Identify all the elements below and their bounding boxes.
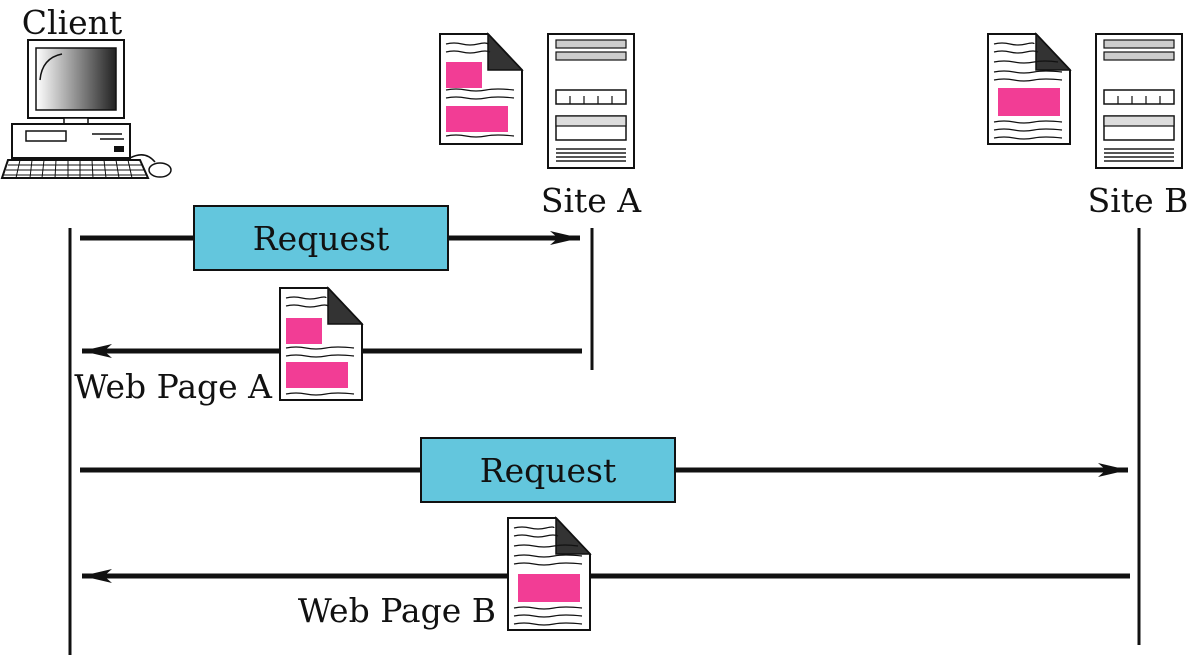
client-computer-icon [0,39,172,179]
web-page-b-label: Web Page B [298,591,496,630]
web-page-b-document-icon [507,516,592,631]
site-a-label: Site A [541,181,642,220]
site-b-server-icon [1095,33,1183,169]
request-b-label: Request [480,451,616,490]
request-b-box [420,437,676,503]
site-a-server-icon [547,33,635,169]
web-page-a-label: Web Page A [74,367,273,406]
site-a-document-icon [439,32,524,145]
site-b-document-icon [987,32,1072,145]
web-page-a-document-icon [279,286,364,401]
request-a-label: Request [253,219,389,258]
client-label: Client [22,3,122,42]
site-b-label: Site B [1088,181,1189,220]
request-a-box [193,205,449,271]
